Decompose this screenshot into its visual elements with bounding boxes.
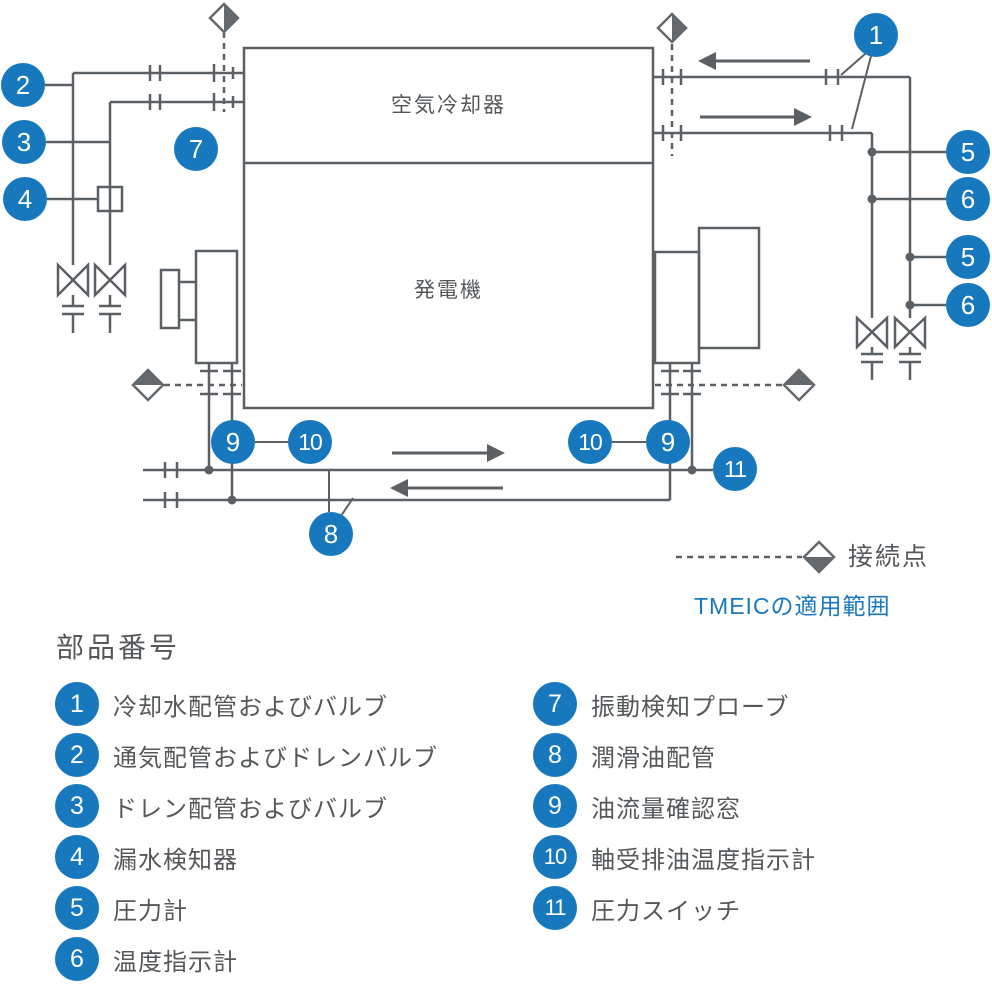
legend-column-left: 1 冷却水配管およびバルブ 2 通気配管およびドレンバルブ 3 ドレン配管および…	[55, 682, 438, 988]
legend-item: 11 圧力スイッチ	[533, 886, 816, 930]
legend-badge-11: 11	[533, 886, 577, 930]
connection-point-diamond-fills	[133, 4, 834, 572]
callout-badge-5-lower: 5	[946, 235, 990, 279]
callout-badge-9-right: 9	[646, 420, 690, 464]
callout-badge-5-upper: 5	[946, 130, 990, 174]
callout-badge-2: 2	[1, 63, 45, 107]
drain-valves-right	[855, 315, 927, 380]
pipe-junction-dots	[204, 147, 915, 505]
tmeic-scope-label: TMEICの適用範囲	[694, 593, 891, 619]
legend-item: 3 ドレン配管およびバルブ	[55, 784, 438, 828]
legend-item: 6 温度指示計	[55, 937, 438, 981]
legend-item: 5 圧力計	[55, 886, 438, 930]
legend-badge-3: 3	[55, 784, 99, 828]
schematic-drawing	[45, 2, 946, 574]
badge-connector-lines	[255, 53, 872, 517]
generator-body-outline	[242, 46, 655, 410]
legend-badge-4: 4	[55, 835, 99, 879]
legend-item: 9 油流量確認窓	[533, 784, 816, 828]
generator-label: 発電機	[414, 279, 483, 302]
legend-badge-9: 9	[533, 784, 577, 828]
callout-badge-10-left: 10	[288, 420, 332, 464]
legend-badge-10: 10	[533, 835, 577, 879]
legend-heading: 部品番号	[56, 632, 181, 663]
legend-badge-7: 7	[533, 682, 577, 726]
legend-item-label: 漏水検知器	[113, 846, 238, 874]
legend-badge-5: 5	[55, 886, 99, 930]
cooling-water-piping-top-left	[45, 64, 244, 265]
legend-item-label: 圧力スイッチ	[591, 897, 741, 925]
legend-column-right: 7 振動検知プローブ 8 潤滑油配管 9 油流量確認窓 10 軸受排油温度指示計…	[533, 682, 816, 937]
flow-arrow-shafts	[392, 59, 810, 490]
connection-point-dashed-lines	[164, 32, 802, 559]
callout-badge-9-left: 9	[211, 420, 255, 464]
legend-item-label: 軸受排油温度指示計	[591, 846, 816, 874]
legend-badge-8: 8	[533, 733, 577, 777]
legend-item-label: ドレン配管およびバルブ	[113, 795, 388, 823]
flow-arrow-heads	[390, 52, 812, 497]
drain-valves-left	[56, 261, 127, 333]
legend-item: 10 軸受排油温度指示計	[533, 835, 816, 879]
legend-item: 7 振動検知プローブ	[533, 682, 816, 726]
callout-badge-10-right: 10	[568, 420, 612, 464]
legend-item: 2 通気配管およびドレンバルブ	[55, 733, 438, 777]
legend-item-label: 潤滑油配管	[591, 744, 716, 772]
legend-item-label: 温度指示計	[113, 948, 238, 976]
callout-badge-7: 7	[174, 127, 218, 171]
legend-item-label: 通気配管およびドレンバルブ	[113, 744, 438, 772]
air-cooler-label: 空気冷却器	[391, 94, 506, 117]
callout-badge-6-lower: 6	[946, 283, 990, 327]
cooling-water-piping-top-right	[653, 69, 946, 318]
callout-badge-11: 11	[713, 447, 757, 491]
legend-badge-2: 2	[55, 733, 99, 777]
legend-badge-6: 6	[55, 937, 99, 981]
legend-item-label: 油流量確認窓	[591, 795, 741, 823]
legend-item: 4 漏水検知器	[55, 835, 438, 879]
leak-detector-symbol	[96, 185, 124, 213]
legend-item-label: 振動検知プローブ	[591, 693, 790, 721]
callout-badge-6-upper: 6	[946, 177, 990, 221]
connection-point-key-label: 接続点	[848, 543, 930, 571]
legend-item-label: 冷却水配管およびバルブ	[113, 693, 388, 721]
legend-item: 1 冷却水配管およびバルブ	[55, 682, 438, 726]
callout-badge-3: 3	[2, 120, 46, 164]
legend-item-label: 圧力計	[113, 897, 188, 925]
right-bearing-assembly	[653, 226, 761, 365]
callout-badge-4: 4	[3, 177, 47, 221]
left-bearing-assembly	[159, 249, 239, 365]
callout-badge-8: 8	[309, 512, 353, 556]
callout-badge-1: 1	[854, 13, 898, 57]
legend-item: 8 潤滑油配管	[533, 733, 816, 777]
legend-badge-1: 1	[55, 682, 99, 726]
